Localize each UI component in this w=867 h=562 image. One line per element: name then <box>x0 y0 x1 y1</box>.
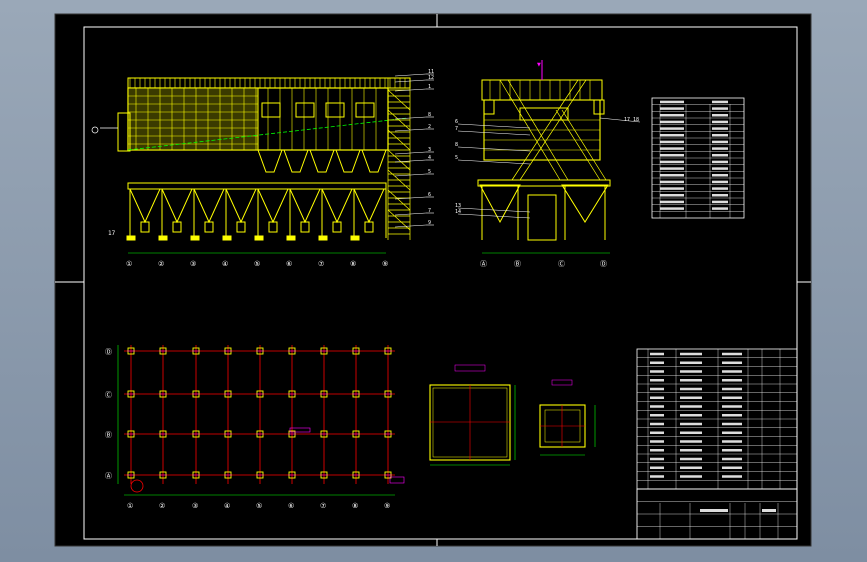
front-callout-label: 11 <box>428 69 434 75</box>
front-callout-label: 6 <box>428 192 431 198</box>
plan-row-label: Ⓓ <box>105 348 112 356</box>
side-callout-label: 6 <box>455 119 458 125</box>
side-callout-label: 5 <box>455 155 458 161</box>
front-callout-label: 2 <box>428 124 431 130</box>
front-axis-label: ⑨ <box>382 260 388 268</box>
front-callout-label: 3 <box>428 147 431 153</box>
front-callout-label: 5 <box>428 169 431 175</box>
specification-table <box>651 97 745 219</box>
plan-col-label: ② <box>159 502 165 510</box>
drawing-border <box>83 26 798 540</box>
front-callout-label: 4 <box>428 155 431 161</box>
front-axis-label: ③ <box>190 260 196 268</box>
front-axis-label: ⑥ <box>286 260 292 268</box>
front-left-callout: 17 <box>108 230 116 237</box>
front-callout-label: 1 <box>428 84 431 90</box>
plan-row-label: Ⓒ <box>105 391 112 399</box>
plan-col-label: ④ <box>224 502 230 510</box>
svg-text:▼: ▼ <box>537 62 541 68</box>
side-callout-label: 14 <box>455 209 461 215</box>
section-detail-small <box>539 379 596 456</box>
foundation-plan-view: Ⓓ Ⓒ Ⓑ Ⓐ ① ② ③ ④ ⑤ ⑥ ⑦ ⑧ ⑨ <box>105 345 405 510</box>
front-axis-label: ① <box>126 260 132 268</box>
plan-col-label: ⑤ <box>256 502 262 510</box>
side-axis-label: Ⓑ <box>514 260 521 268</box>
front-axis-label: ⑧ <box>350 260 356 268</box>
plan-col-label: ⑦ <box>320 502 326 510</box>
parts-list-table <box>636 348 798 490</box>
front-callout-label: 7 <box>428 208 431 214</box>
side-callout-label: 7 <box>455 126 458 132</box>
front-axis-label: ② <box>158 260 164 268</box>
plan-col-label: ⑨ <box>384 502 390 510</box>
front-axis-label: ④ <box>222 260 228 268</box>
front-callout-label: 12 <box>428 75 434 81</box>
front-axis-label: ⑤ <box>254 260 260 268</box>
section-detail-large <box>429 364 516 466</box>
front-callout-label: 9 <box>428 220 431 226</box>
plan-col-label: ⑥ <box>288 502 294 510</box>
title-block <box>636 488 798 540</box>
side-axis-label: Ⓒ <box>558 260 565 268</box>
side-callout-label: 8 <box>455 142 458 148</box>
plan-col-label: ③ <box>192 502 198 510</box>
side-axis-label: Ⓓ <box>600 260 607 268</box>
front-callout-label: 8 <box>428 112 431 118</box>
side-callout-label: 13 <box>455 203 461 209</box>
side-callout-label: 17 18 <box>624 117 639 123</box>
front-axis-label: ⑦ <box>318 260 324 268</box>
plan-row-label: Ⓐ <box>105 472 112 480</box>
plan-col-label: ⑧ <box>352 502 358 510</box>
plan-row-label: Ⓑ <box>105 431 112 439</box>
plan-col-label: ① <box>127 502 133 510</box>
side-axis-label: Ⓐ <box>480 260 487 268</box>
